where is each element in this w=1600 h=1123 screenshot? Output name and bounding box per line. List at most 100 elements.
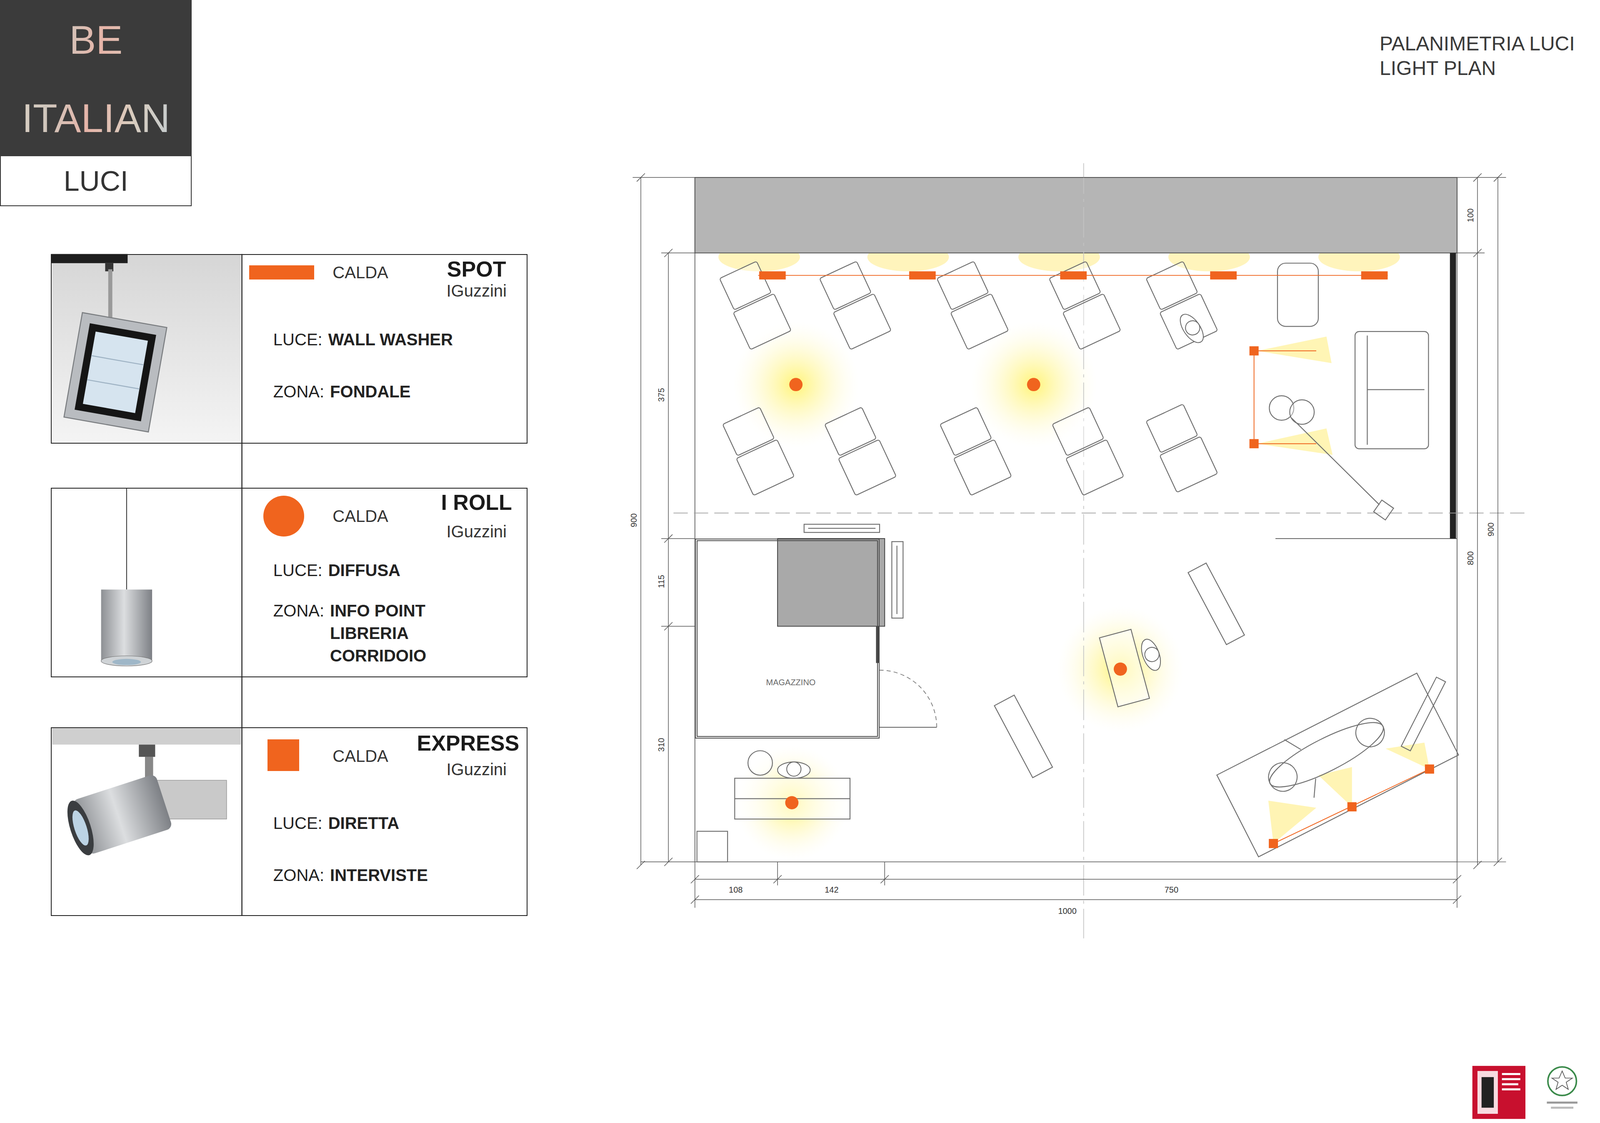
chairs [1047, 260, 1121, 350]
spec-label: ZONA: [273, 864, 325, 887]
display-tables [994, 695, 1053, 778]
legend-text: CALDA [332, 507, 388, 526]
fixture-name: I ROLL [440, 491, 512, 515]
fixture-iroll-image [126, 488, 128, 590]
express-track [1273, 769, 1430, 844]
display-tables [697, 524, 1245, 863]
spec-value: INTERVISTE [330, 864, 428, 887]
table-divider [241, 254, 243, 917]
dimension-lines [777, 862, 778, 886]
storage-details [777, 538, 885, 627]
plan-walls [640, 861, 1458, 863]
iroll-points [1113, 662, 1128, 676]
spec-row: LUCE:DIFFUSA [273, 559, 401, 582]
fixture-spot-image [108, 269, 113, 320]
fixture-name: EXPRESS [416, 732, 520, 756]
dimension-lines [632, 177, 1506, 178]
iroll-points [785, 796, 799, 810]
institute-logo [1502, 1088, 1521, 1091]
institute-logo [1502, 1078, 1521, 1081]
dimension-lines [632, 173, 1506, 908]
dimension-label: 142 [823, 885, 840, 895]
dimension-label: 800 [1465, 550, 1475, 567]
institute-logo [1472, 1066, 1526, 1120]
dimension-lines [1456, 862, 1458, 908]
iroll-glow [1057, 606, 1184, 733]
fixture-iroll-image [112, 659, 142, 666]
dimension-label: 900 [1486, 521, 1496, 538]
express-light-cone [1257, 336, 1332, 364]
dimension-label: 310 [656, 736, 666, 753]
spec-value: DIFFUSA [328, 559, 401, 582]
wall-washer-track [758, 271, 1388, 280]
lounge-furniture [1367, 389, 1425, 390]
dimension-lines [695, 899, 1458, 900]
motorbike-display [1262, 711, 1390, 799]
embassy-emblem [1546, 1067, 1578, 1109]
fixture-iroll-image [101, 656, 153, 667]
institute-logo [1477, 1071, 1498, 1115]
dimension-label: 900 [629, 512, 639, 529]
fixture-spot-image [51, 254, 241, 443]
logo-box: BE ITALIAN [0, 0, 192, 157]
brand-name: IGuzzini [446, 522, 507, 541]
motorbike-display [1216, 673, 1459, 858]
spec-label: ZONA: [273, 380, 325, 403]
dimension-lines [1457, 861, 1507, 863]
plan-walls [1275, 538, 1458, 540]
people [1175, 310, 1208, 347]
wall-washer-track [1210, 271, 1237, 280]
spec-row: ZONA:INTERVISTE [273, 864, 428, 887]
spec-value: FONDALE [330, 380, 411, 403]
legend-swatch [267, 739, 300, 772]
lounge-furniture [1366, 335, 1368, 445]
embassy-emblem [1547, 1067, 1577, 1096]
spec-label: LUCE: [273, 812, 323, 835]
section-box: LUCI [0, 156, 192, 207]
spec-label: ZONA: [273, 599, 325, 623]
plan-walls [694, 177, 696, 863]
wall-washer-track [1060, 271, 1087, 280]
dimension-lines [640, 177, 641, 865]
storage-details [879, 727, 937, 728]
express-light-cone [1385, 742, 1430, 770]
fixture-spot-image [91, 355, 144, 365]
table-divider [241, 254, 243, 917]
embassy-emblem [1546, 1102, 1578, 1105]
dimension-lines [661, 252, 695, 254]
people [1137, 637, 1165, 674]
motorbike-display [1350, 713, 1390, 753]
fixture-spot-image [64, 312, 168, 433]
side-wall [1450, 252, 1457, 539]
spec-label: LUCE: [273, 559, 323, 582]
plan-walls [1456, 177, 1458, 863]
fixture-express-image [52, 728, 241, 745]
people [777, 762, 810, 779]
brand-name: IGuzzini [446, 281, 507, 300]
dimension-lines [1457, 252, 1485, 254]
iroll-glow [732, 321, 1184, 860]
storage-room: MAGAZZINO [695, 538, 880, 739]
dimension-lines [694, 862, 695, 908]
room-label: MAGAZZINO [766, 677, 816, 688]
storage-details [777, 538, 937, 728]
fixture-spot-image [87, 380, 140, 390]
fixture-spot-image [64, 312, 168, 433]
spec-value: DIRETTA [328, 812, 400, 835]
dimension-label: 1000 [1056, 906, 1078, 916]
express-light-cone [1268, 800, 1317, 844]
express-light-cone [1257, 428, 1333, 455]
express-track [1249, 439, 1259, 449]
legend-table: CALDASPOTIGuzziniLUCE:WALL WASHERZONA:FO… [50, 254, 528, 445]
dimension-lines [695, 879, 1458, 880]
dimension-label: 750 [1163, 885, 1180, 895]
fixture-spot-image [52, 255, 241, 443]
institute-logo [1502, 1083, 1519, 1086]
express-track [1268, 839, 1278, 849]
express-track [1425, 764, 1435, 774]
fixture-iroll-image [101, 589, 153, 661]
spec-row: ZONA:FONDALE [273, 380, 411, 403]
legend-swatch [249, 265, 315, 280]
brand-name: IGuzzini [446, 760, 507, 779]
